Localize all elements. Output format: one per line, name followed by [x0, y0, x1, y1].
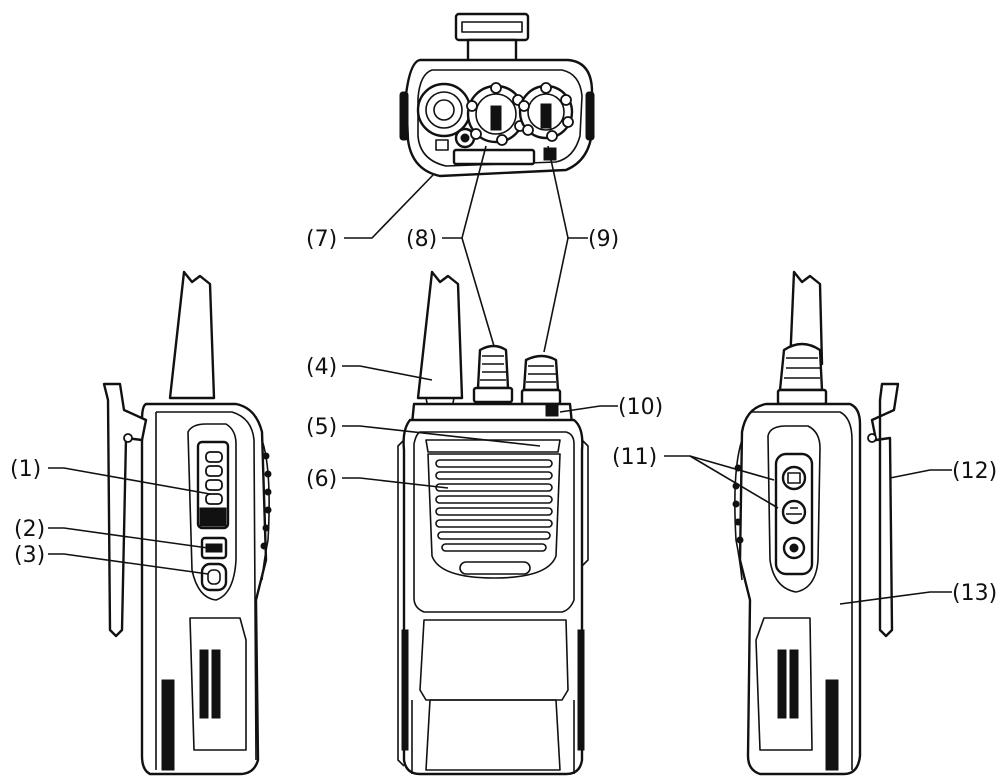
callout-7: (7): [306, 227, 337, 252]
speaker-grille: [427, 453, 561, 579]
radio-front-view: [397, 270, 589, 776]
callout-9: (9): [588, 227, 619, 252]
radio-right-side-view: [732, 270, 900, 776]
callout-2: (2): [14, 517, 45, 542]
radio-left-side-view: [102, 270, 272, 776]
channel-knob-top: [466, 82, 526, 146]
volume-knob-top: [518, 82, 574, 142]
side-key-2[interactable]: [200, 562, 228, 592]
ptt-button[interactable]: [196, 440, 230, 530]
callout-11: (11): [612, 445, 657, 470]
callout-labels: (1) (2) (3) (4) (5) (6) (7) (8) (9) (10)…: [10, 227, 997, 606]
accessory-cover[interactable]: [774, 452, 814, 576]
callout-1: (1): [10, 457, 41, 482]
side-key-1[interactable]: [200, 536, 228, 560]
callout-4: (4): [306, 355, 337, 380]
callout-5: (5): [306, 415, 337, 440]
callout-13: (13): [952, 581, 997, 606]
callout-8: (8): [406, 227, 437, 252]
antenna: [416, 270, 464, 409]
antenna-connector-top: [416, 82, 472, 138]
callout-12: (12): [952, 459, 997, 484]
radio-top-view: [399, 12, 595, 178]
leader-lines: [48, 145, 952, 605]
channel-knob[interactable]: [472, 344, 514, 404]
callout-3: (3): [14, 543, 45, 568]
callout-10: (10): [618, 395, 663, 420]
callout-6: (6): [306, 467, 337, 492]
volume-knob[interactable]: [520, 354, 562, 406]
